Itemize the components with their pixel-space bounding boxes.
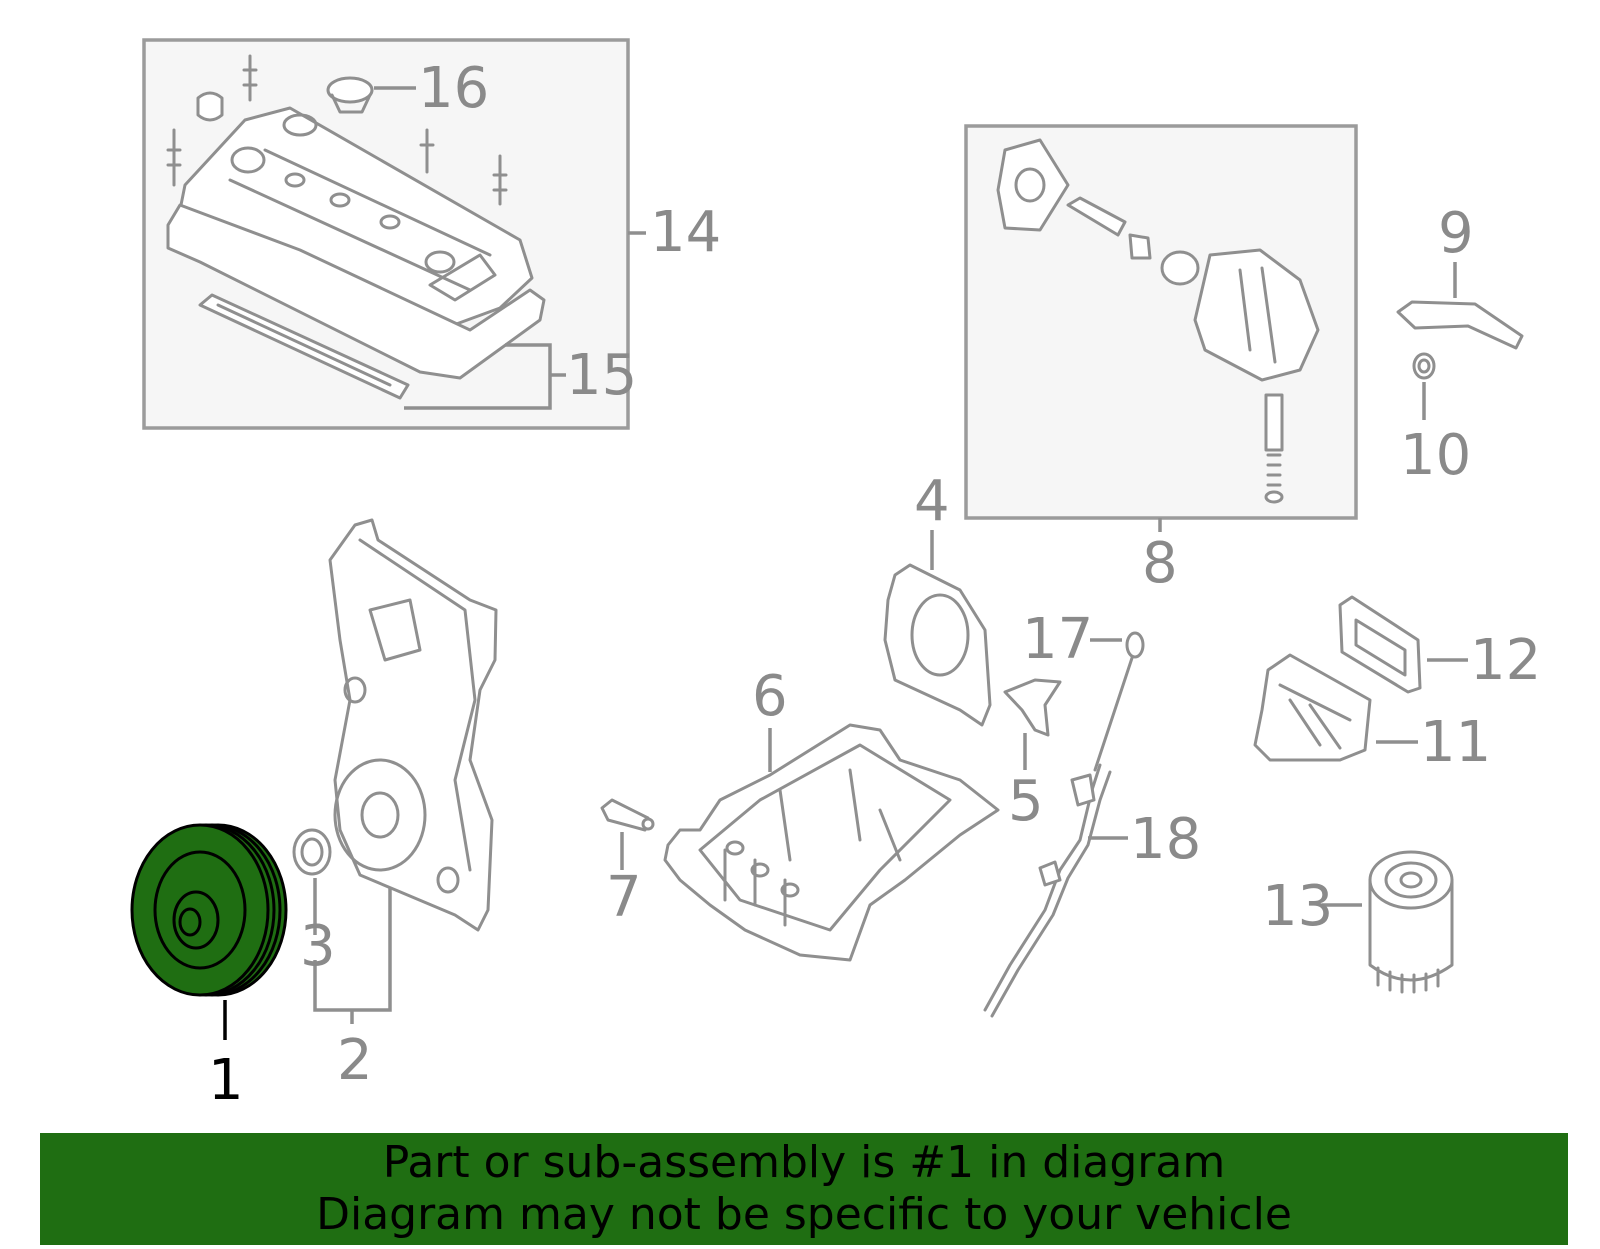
callout-2[interactable]: 2 <box>337 1028 373 1093</box>
callout-10[interactable]: 10 <box>1400 423 1471 488</box>
callout-6[interactable]: 6 <box>752 664 788 729</box>
callout-9[interactable]: 9 <box>1438 201 1474 266</box>
leader-15 <box>404 343 566 410</box>
callout-17[interactable]: 17 <box>1022 607 1093 672</box>
callout-11[interactable]: 11 <box>1420 710 1491 775</box>
callout-4[interactable]: 4 <box>914 469 950 534</box>
rear-seal-housing-drawing[interactable] <box>883 563 992 727</box>
dipstick-drawing[interactable] <box>1093 631 1145 772</box>
timing-cover-drawing[interactable] <box>328 518 498 932</box>
dipstick-tube-drawing[interactable] <box>983 763 1112 1018</box>
callout-5[interactable]: 5 <box>1008 769 1044 834</box>
oil-pump-bracket-drawing[interactable] <box>1396 300 1524 350</box>
oil-filter-drawing[interactable] <box>1368 850 1454 994</box>
leader-2 <box>313 888 392 1024</box>
oil-filter-adapter-drawing[interactable] <box>1253 653 1372 762</box>
callout-7[interactable]: 7 <box>606 865 642 930</box>
callout-18[interactable]: 18 <box>1130 807 1201 872</box>
callout-3[interactable]: 3 <box>300 914 336 979</box>
oil-pan-drawing[interactable] <box>663 723 1000 962</box>
highlight-banner: Part or sub-assembly is #1 in diagram Di… <box>40 1133 1568 1245</box>
oil-filter-adapter-gasket-drawing[interactable] <box>1338 595 1422 694</box>
oil-seal-10-drawing[interactable] <box>1412 352 1436 380</box>
oil-pump-drawing[interactable] <box>996 138 1320 504</box>
callout-16[interactable]: 16 <box>418 56 489 121</box>
banner-line-part: Part or sub-assembly is #1 in diagram <box>382 1137 1226 1188</box>
crankshaft-pulley-drawing[interactable] <box>130 823 288 997</box>
callout-8[interactable]: 8 <box>1142 531 1178 596</box>
valve-cover-bolts[interactable] <box>166 54 508 206</box>
callout-15[interactable]: 15 <box>566 343 637 408</box>
callout-13[interactable]: 13 <box>1262 874 1333 939</box>
valve-cover-gasket-drawing[interactable] <box>198 293 410 400</box>
banner-line-disclaimer: Diagram may not be specific to your vehi… <box>316 1189 1292 1240</box>
oil-filler-cap-drawing[interactable] <box>326 76 374 114</box>
callout-14[interactable]: 14 <box>650 200 721 265</box>
callout-1[interactable]: 1 <box>208 1048 244 1113</box>
baffle-clip-drawing[interactable] <box>1003 678 1062 737</box>
crankshaft-seal-drawing[interactable] <box>292 828 332 876</box>
valve-cover-drawing[interactable] <box>166 106 546 380</box>
oil-level-sensor-drawing[interactable] <box>600 798 655 832</box>
callout-12[interactable]: 12 <box>1470 628 1541 693</box>
